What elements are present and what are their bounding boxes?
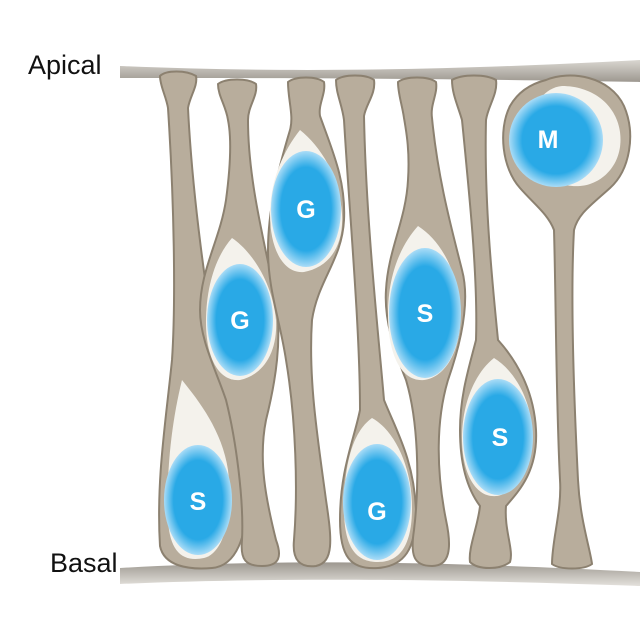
nucleus-label-4: G [367,498,386,526]
nucleus-label-5: S [417,300,434,328]
nucleus-label-2: G [230,307,249,335]
nucleus-label-1: S [190,488,207,516]
nucleus-label-3: G [296,196,315,224]
cell-7: M [503,76,630,569]
nucleus-label-7: M [538,126,559,154]
cell-3: G [268,78,344,567]
nucleus-label-6: S [492,424,509,452]
